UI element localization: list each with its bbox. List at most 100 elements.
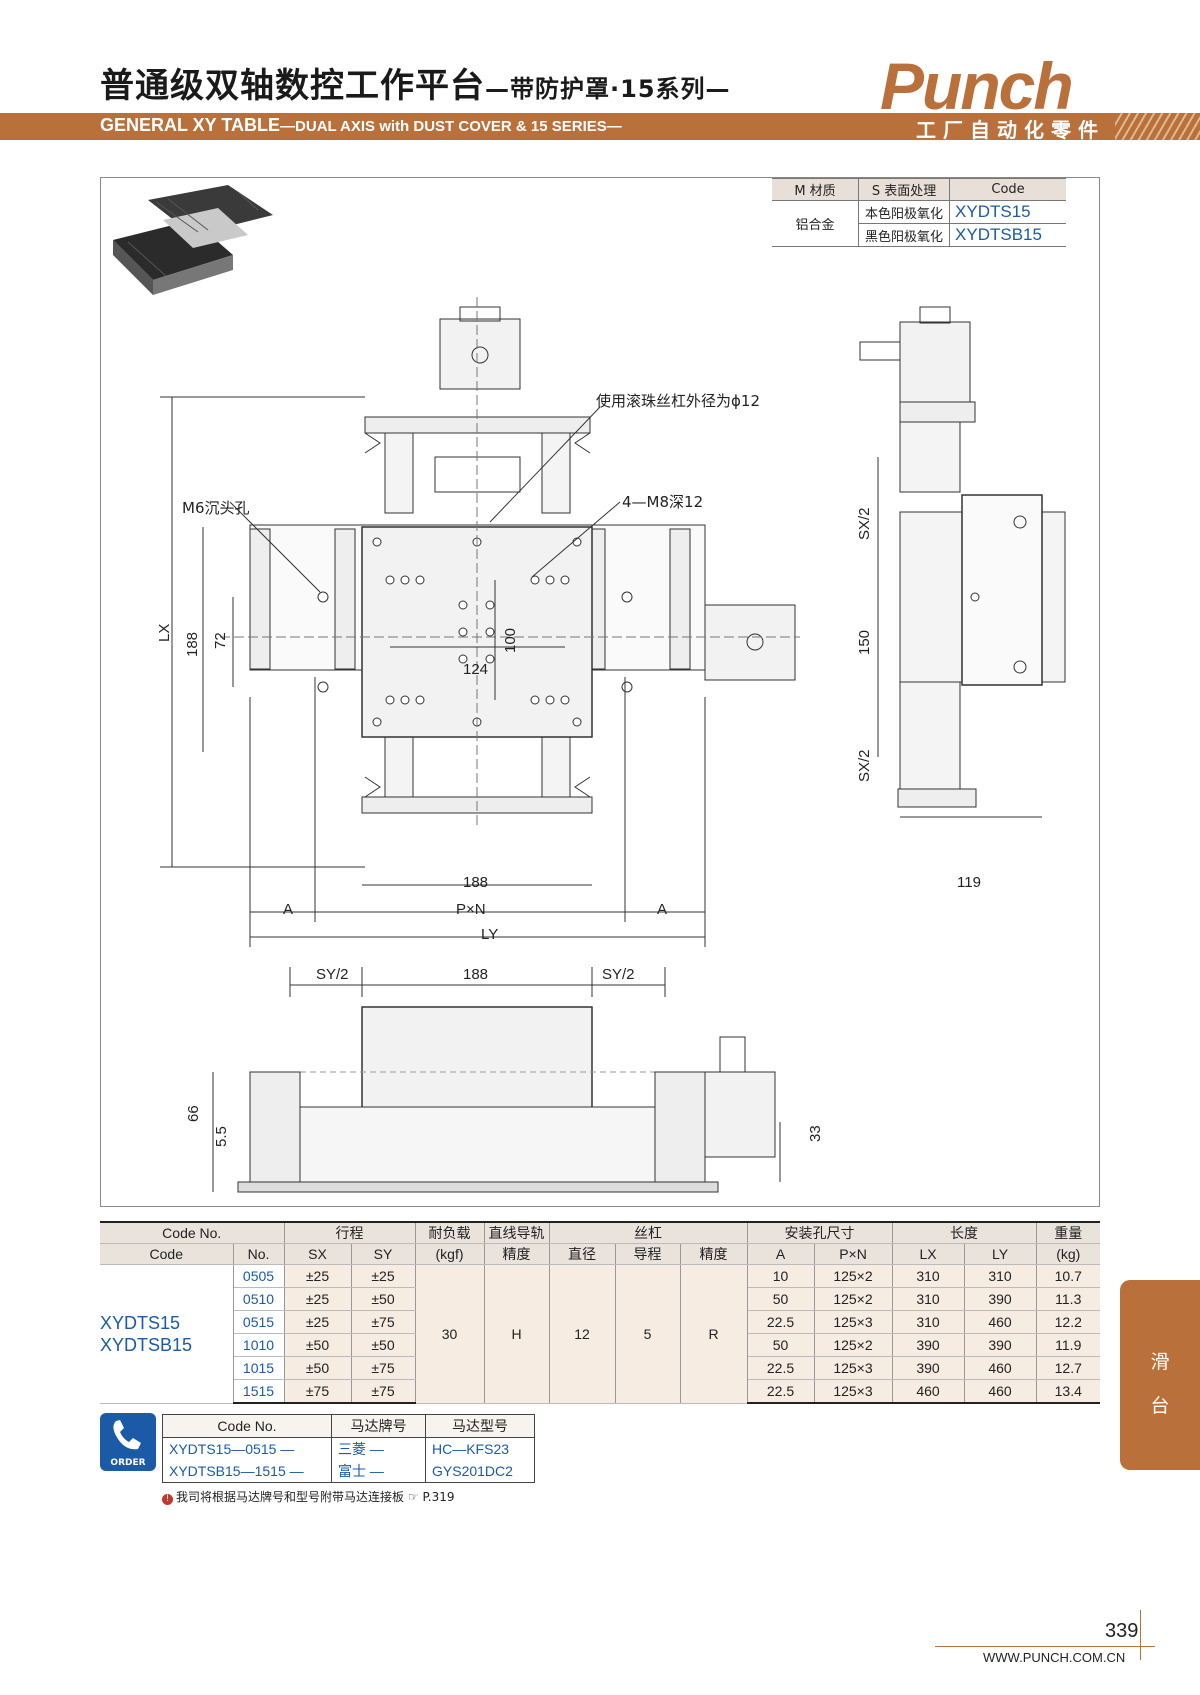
dim-a-right: A: [657, 901, 668, 918]
dim-sy2-right: SY/2: [602, 966, 635, 983]
order-brand-text: 三菱: [338, 1441, 366, 1457]
order-brand: 富士 —: [331, 1460, 426, 1483]
code-name: XYDTSB15: [100, 1334, 193, 1355]
subheader-pxn: P×N: [814, 1243, 893, 1265]
dim-pxn: P×N: [456, 901, 486, 918]
footer-divider-vertical: [1140, 1610, 1141, 1660]
title-bar: [0, 113, 1200, 140]
kg-cell: 10.7: [1036, 1264, 1100, 1288]
table-row: 1010 ±50 ±50 50 125×2 390 390 11.9: [100, 1333, 1100, 1357]
order-row: XYDTS15—0515 — 三菱 — HC—KFS23: [162, 1437, 535, 1460]
order-icon: [100, 1413, 156, 1471]
pointing-hand-icon: ☞: [407, 1490, 419, 1504]
no-cell: 0510: [233, 1287, 285, 1311]
ly-cell: 310: [964, 1264, 1037, 1288]
order-model: GYS201DC2: [425, 1460, 535, 1483]
pxn-cell: 125×3: [814, 1356, 893, 1380]
ly-cell: 390: [964, 1333, 1037, 1357]
order-note: !我司将根据马达牌号和型号附带马达连接板 ☞ P.319: [162, 1488, 455, 1505]
order-note-ref[interactable]: P.319: [422, 1490, 455, 1504]
brand-logo-subtitle: 工厂自动化零件: [916, 118, 1105, 142]
dim-sy2-left: SY/2: [316, 966, 349, 983]
top-view: [220, 297, 800, 827]
a-cell: 22.5: [747, 1310, 815, 1334]
order-dash: —: [276, 1441, 295, 1457]
dim-66: 66: [185, 1105, 202, 1122]
pxn-cell: 125×3: [814, 1379, 893, 1404]
sx-cell: ±25: [284, 1310, 352, 1334]
no-cell: 0515: [233, 1310, 285, 1334]
dim-72: 72: [212, 632, 229, 649]
sx-cell: ±50: [284, 1356, 352, 1380]
subheader-lead: 导程: [615, 1243, 681, 1265]
footer-url[interactable]: WWW.PUNCH.COM.CN: [983, 1650, 1126, 1665]
material-table: M 材质 S 表面处理 Code 铝合金 本色阳极氧化 XYDTS15 黑色阳极…: [772, 178, 1067, 247]
technical-drawing: [160, 297, 1066, 1193]
kg-cell: 13.4: [1036, 1379, 1100, 1404]
pxn-cell: 125×2: [814, 1333, 893, 1357]
pxn-cell: 125×3: [814, 1310, 893, 1334]
dim-5-5: 5.5: [213, 1126, 230, 1147]
screw-lead-cell: 5: [615, 1264, 681, 1404]
m8-label: 4—M8深12: [622, 493, 704, 511]
no-cell: 0505: [233, 1264, 285, 1288]
ly-cell: 390: [964, 1287, 1037, 1311]
sx-cell: ±50: [284, 1333, 352, 1357]
a-cell: 22.5: [747, 1379, 815, 1404]
ly-cell: 460: [964, 1356, 1037, 1380]
lx-cell: 310: [892, 1264, 965, 1288]
order-dash: —: [366, 1463, 384, 1479]
rail-precision-cell: H: [484, 1264, 550, 1404]
side-view: [859, 306, 1066, 818]
header-mount: 安装孔尺寸: [747, 1221, 893, 1244]
footer-divider: [935, 1646, 1155, 1647]
ball-screw-label: 使用滚珠丝杠外径为ϕ12: [596, 392, 760, 410]
dim-sx2-top: SX/2: [856, 507, 873, 540]
dim-sx2-bottom: SX/2: [856, 749, 873, 782]
order-dash: —: [285, 1463, 304, 1479]
sx-cell: ±75: [284, 1379, 352, 1404]
order-code-text: XYDTS15—0515: [169, 1441, 277, 1457]
a-cell: 22.5: [747, 1356, 815, 1380]
product-photo: [113, 185, 273, 295]
drawing-frame: [100, 177, 1100, 1207]
load-cell: 30: [415, 1264, 485, 1404]
surface-value: 本色阳极氧化: [857, 200, 950, 224]
title-en-sub: —DUAL AXIS with DUST COVER & 15 SERIES—: [280, 118, 622, 135]
dim-a-left: A: [283, 901, 294, 918]
header-length: 长度: [892, 1221, 1037, 1244]
dim-100: 100: [502, 627, 519, 653]
table-row: 0515 ±25 ±75 22.5 125×3 310 460 12.2: [100, 1310, 1100, 1334]
order-code: XYDTSB15—1515 —: [162, 1460, 332, 1483]
dim-188-front: 188: [463, 966, 489, 983]
order-row: XYDTSB15—1515 — 富士 — GYS201DC2: [162, 1460, 535, 1483]
kg-cell: 12.7: [1036, 1356, 1100, 1380]
order-brand: 三菱 —: [331, 1437, 426, 1460]
pxn-cell: 125×2: [814, 1287, 893, 1311]
top-view-dimensions: [160, 396, 706, 947]
category-tab[interactable]: [1120, 1280, 1200, 1470]
code-name: XYDTS15: [100, 1312, 181, 1333]
dim-150: 150: [856, 629, 873, 655]
lx-cell: 310: [892, 1310, 965, 1334]
a-cell: 50: [747, 1287, 815, 1311]
order-header-brand: 马达牌号: [331, 1414, 426, 1438]
header-rail: 直线导轨: [484, 1221, 550, 1244]
category-tab-char: 台: [1150, 1395, 1170, 1417]
a-cell: 10: [747, 1264, 815, 1288]
dim-188-horizontal: 188: [463, 874, 489, 891]
title-cn-main: 普通级双轴数控工作平台: [100, 66, 485, 106]
subheader-code: Code: [100, 1243, 234, 1265]
code-value: XYDTSB15: [949, 223, 1067, 247]
header-code-no: Code No.: [100, 1221, 285, 1244]
dim-119: 119: [957, 874, 981, 891]
sx-cell: ±25: [284, 1287, 352, 1311]
dim-124: 124: [463, 661, 489, 678]
sy-cell: ±75: [351, 1310, 416, 1334]
no-cell: 1010: [233, 1333, 285, 1357]
subheader-screw-precision: 精度: [680, 1243, 748, 1265]
order-note-text: 我司将根据马达牌号和型号附带马达连接板: [176, 1490, 405, 1504]
kg-cell: 11.3: [1036, 1287, 1100, 1311]
sy-cell: ±50: [351, 1333, 416, 1357]
material-col-header: M 材质: [772, 178, 859, 201]
